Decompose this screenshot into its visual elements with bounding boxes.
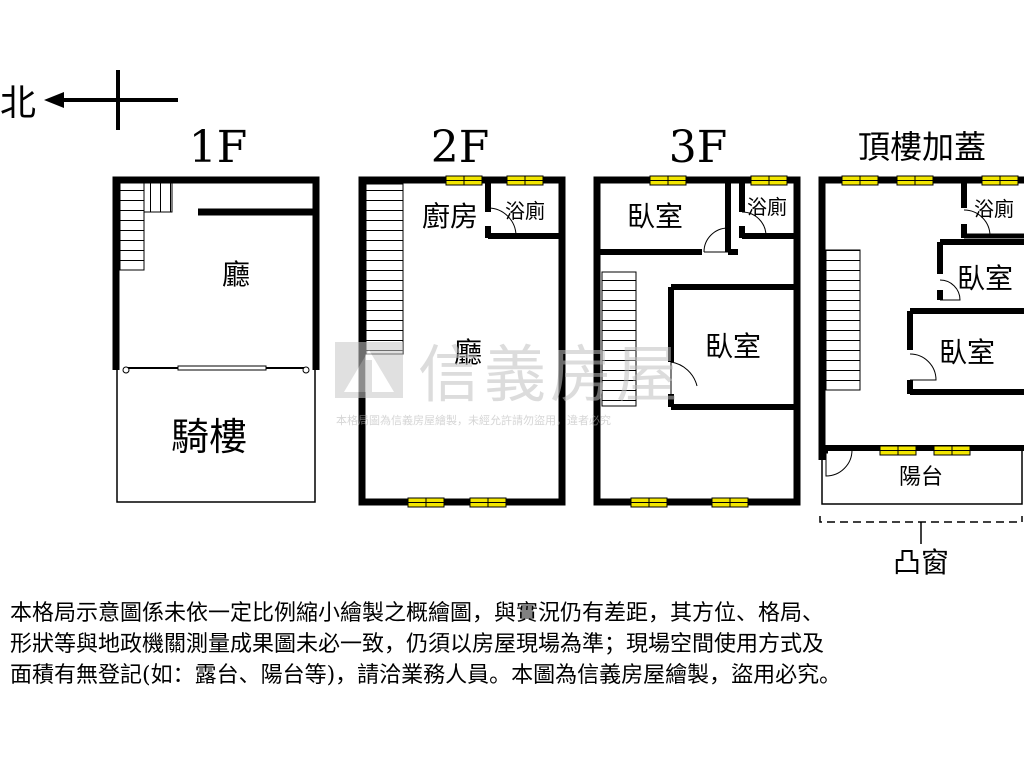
room-label-living-1f: 廳	[222, 258, 250, 291]
room-label-balcony: 陽台	[899, 465, 943, 490]
north-label: 北	[0, 83, 36, 124]
room-label-arcade: 騎樓	[171, 415, 247, 459]
disclaimer-line-1: 本格局示意圖係未依一定比例縮小繪製之概繪圖，與實況仍有差距，其方位、格局、	[10, 601, 825, 626]
floor-title-2f: 2F	[431, 122, 490, 173]
room-label-bedroom-3f-a: 臥室	[627, 200, 683, 233]
watermark: 信義房屋 本格局圖為信義房屋繪製，未經允許請勿盜用，違者必究	[335, 338, 682, 427]
watermark-notice: 本格局圖為信義房屋繪製，未經允許請勿盜用，違者必究	[336, 413, 611, 427]
floor-title-1f: 1F	[189, 122, 248, 173]
room-label-bay-window: 凸窗	[893, 546, 949, 579]
room-label-bedroom-rooftop-a: 臥室	[957, 262, 1013, 295]
floor-title-3f: 3F	[669, 122, 728, 173]
room-label-kitchen: 廚房	[422, 200, 478, 233]
watermark-brand: 信義房屋	[418, 338, 682, 411]
disclaimer-line-2: 形狀等與地政機關測量成果圖未必一致，仍須以房屋現場為準；現場空間使用方式及	[10, 632, 825, 657]
room-label-bedroom-3f-b: 臥室	[705, 330, 761, 363]
room-label-bedroom-rooftop-b: 臥室	[939, 336, 995, 369]
room-label-living-2f: 廳	[454, 336, 482, 369]
floor-2f-plan	[358, 175, 566, 508]
floor-1f-plan	[112, 176, 320, 503]
room-label-bath-2f: 浴廁	[505, 199, 545, 223]
floor-title-rooftop: 頂樓加蓋	[858, 128, 986, 166]
room-label-bath-rooftop: 浴廁	[974, 197, 1014, 221]
disclaimer-line-3: 面積有無登記(如：露台、陽台等)，請洽業務人員。本圖為信義房屋繪製，盜用必究。	[10, 663, 842, 688]
room-label-bath-3f: 浴廁	[747, 195, 787, 219]
floor-3f-plan	[593, 175, 801, 508]
floor-rooftop-plan	[818, 175, 1024, 544]
floor-plan-diagram: 北 1F 2F 3F 頂樓加蓋 廳 騎樓 廚房 浴廁 廳	[0, 70, 1024, 579]
brand-logo-icon	[335, 342, 403, 398]
north-arrow-icon	[44, 70, 178, 130]
disclaimer-text: 本格局示意圖係未依一定比例縮小繪製之概繪圖，與實況仍有差距，其方位、格局、 形狀…	[10, 598, 1014, 691]
